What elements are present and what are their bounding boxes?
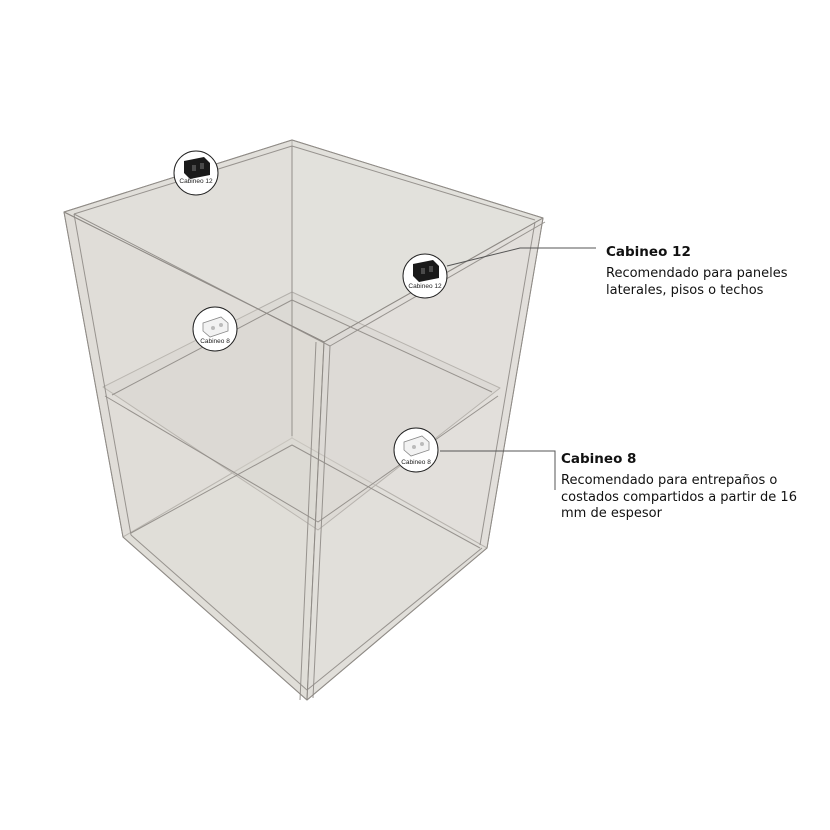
cabineo-8-icon — [202, 316, 229, 338]
callout-title: Cabineo 8 — [561, 451, 637, 467]
cabineo-12-icon — [184, 157, 210, 179]
cabinet-carcass — [63, 139, 546, 701]
callout-cabineo-8: Cabineo 8 Recomendado para entrepaños o … — [561, 451, 811, 523]
panel-edges — [73, 145, 546, 701]
badge-label: Cabineo 12 — [179, 178, 213, 185]
badge-label: Cabineo 8 — [401, 459, 431, 466]
connector-badge: Cabineo 8 — [393, 427, 439, 473]
callout-description: Recomendado para entrepaños o costados c… — [561, 473, 797, 521]
cabineo-12-icon — [413, 260, 439, 282]
connector-badge: Cabineo 12 — [173, 150, 219, 196]
badge-label: Cabineo 8 — [200, 338, 230, 345]
leader-line-cabineo-12 — [446, 247, 596, 267]
callout-cabineo-12: Cabineo 12 Recomendado para paneles late… — [606, 244, 806, 299]
cabineo-8-icon — [403, 435, 430, 457]
badge-label: Cabineo 12 — [408, 283, 442, 290]
connector-badge: Cabineo 12 — [402, 253, 448, 299]
connector-badge: Cabineo 8 — [192, 306, 238, 352]
leader-lines — [440, 247, 596, 490]
callout-description: Recomendado para paneles laterales, piso… — [606, 266, 788, 298]
leader-line-cabineo-8 — [440, 450, 556, 490]
callout-title: Cabineo 12 — [606, 244, 691, 260]
